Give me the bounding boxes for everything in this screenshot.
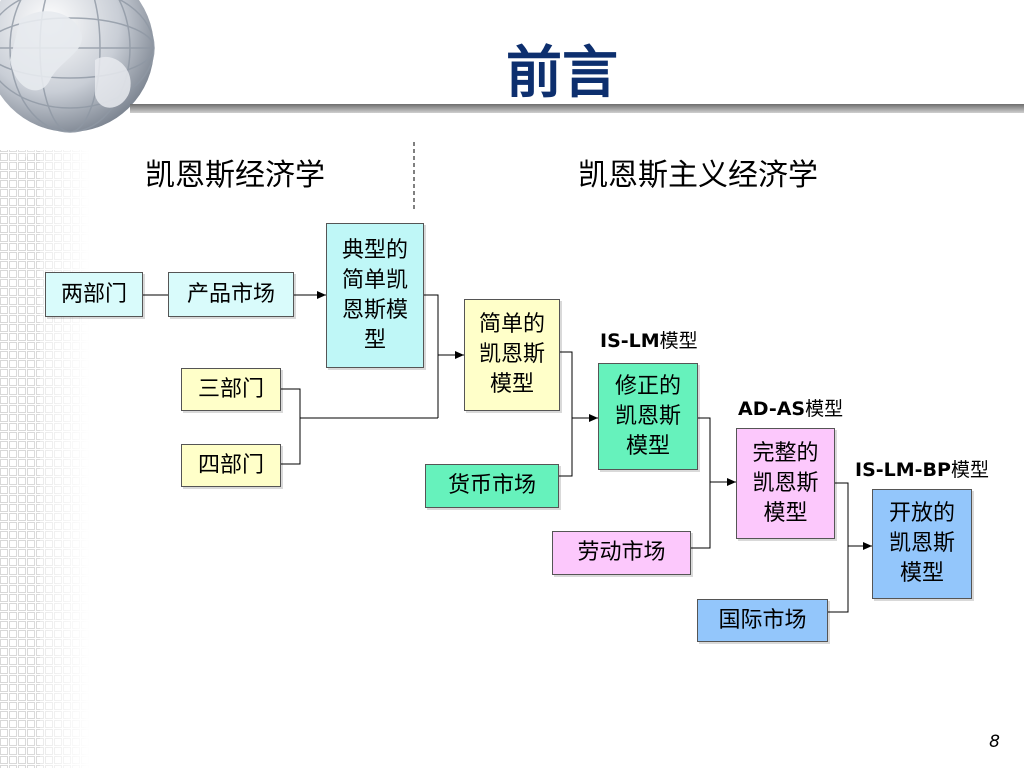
box-two-sector: 两部门 [45, 272, 143, 317]
box-three-sector: 三部门 [181, 368, 281, 411]
label-is-lm-model: IS-LM模型 [600, 330, 698, 352]
box-labor-market: 劳动市场 [552, 531, 691, 575]
heading-keynesian-economics: 凯恩斯经济学 [145, 158, 325, 193]
label-ad-as-model: AD-AS模型 [738, 398, 844, 420]
connector-complete-international-bracket [828, 482, 849, 613]
box-simple-keynesian-model: 简单的凯恩斯模型 [464, 299, 560, 411]
page-number: 8 [989, 732, 1000, 752]
connector-modified-labor-bracket [691, 417, 711, 549]
connector-typical-model [424, 294, 439, 418]
box-modified-keynesian-model: 修正的凯恩斯模型 [598, 363, 698, 470]
title-divider-bar [130, 104, 1024, 113]
box-complete-keynesian-model: 完整的凯恩斯模型 [736, 428, 835, 539]
connector-simple-money-bracket [559, 351, 573, 477]
connector-three-four-bracket [281, 388, 301, 465]
box-money-market: 货币市场 [425, 464, 559, 508]
box-four-sector: 四部门 [181, 444, 281, 487]
box-international-market: 国际市场 [697, 599, 828, 642]
page-title: 前言 [506, 41, 618, 106]
box-typical-simple-keynesian-model: 典型的简单凯恩斯模型 [326, 223, 424, 368]
box-product-market: 产品市场 [168, 272, 294, 317]
label-is-lm-bp-model: IS-LM-BP模型 [855, 459, 989, 481]
heading-keynesianism-economics: 凯恩斯主义经济学 [578, 158, 818, 193]
box-open-keynesian-model: 开放的凯恩斯模型 [872, 489, 972, 599]
